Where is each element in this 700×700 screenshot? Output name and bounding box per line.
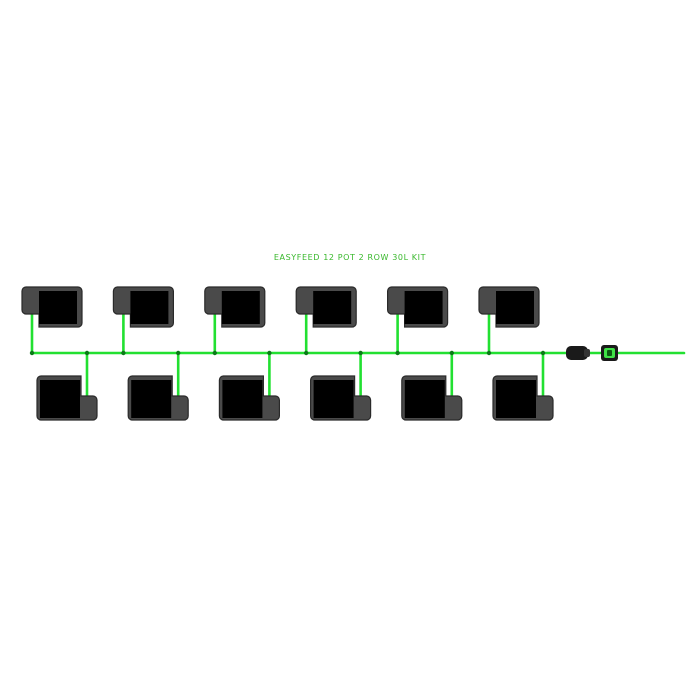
pot-bottom-3 [218, 375, 280, 421]
connector-nut [584, 349, 590, 357]
pot-top-2 [112, 286, 174, 328]
tee-joint-top-5 [395, 350, 400, 356]
pot-bottom-1 [36, 375, 98, 421]
tee-joint-top-4 [304, 350, 309, 356]
tee-joint-top-1 [29, 350, 35, 356]
square-pot-icon [130, 291, 169, 324]
connector-body [566, 346, 588, 360]
square-pot-icon [313, 291, 352, 324]
pot-group [21, 286, 554, 421]
tap-adapter-core [607, 350, 612, 356]
pot-bottom-6 [492, 375, 554, 421]
tee-joint-bottom-2 [176, 350, 181, 356]
tee-joint-bottom-1 [84, 350, 90, 356]
square-pot-icon [40, 380, 80, 418]
tee-joint-top-3 [212, 350, 217, 356]
square-pot-icon [313, 380, 354, 418]
tee-joint-top-2 [121, 350, 126, 356]
pot-top-6 [478, 286, 540, 328]
pot-bottom-5 [401, 375, 463, 421]
square-pot-icon [404, 380, 445, 418]
tee-joint-bottom-6 [540, 350, 546, 356]
pot-top-1 [21, 286, 83, 328]
hose-connector-icon [566, 345, 618, 361]
pot-top-5 [387, 286, 449, 328]
square-pot-icon [496, 380, 536, 418]
square-pot-icon [404, 291, 443, 324]
square-pot-icon [496, 291, 534, 324]
square-pot-icon [221, 291, 260, 324]
pot-bottom-4 [310, 375, 372, 421]
pot-top-3 [204, 286, 266, 328]
tee-joint-bottom-5 [449, 350, 454, 356]
pot-bottom-2 [127, 375, 189, 421]
tee-joint-top-6 [486, 350, 492, 356]
tee-joint-bottom-3 [267, 350, 272, 356]
square-pot-icon [222, 380, 263, 418]
square-pot-icon [39, 291, 77, 324]
square-pot-icon [131, 380, 172, 418]
tee-joint-bottom-4 [358, 350, 363, 356]
diagram-title: EASYFEED 12 POT 2 ROW 30L KIT [273, 253, 427, 262]
pot-top-4 [295, 286, 357, 328]
